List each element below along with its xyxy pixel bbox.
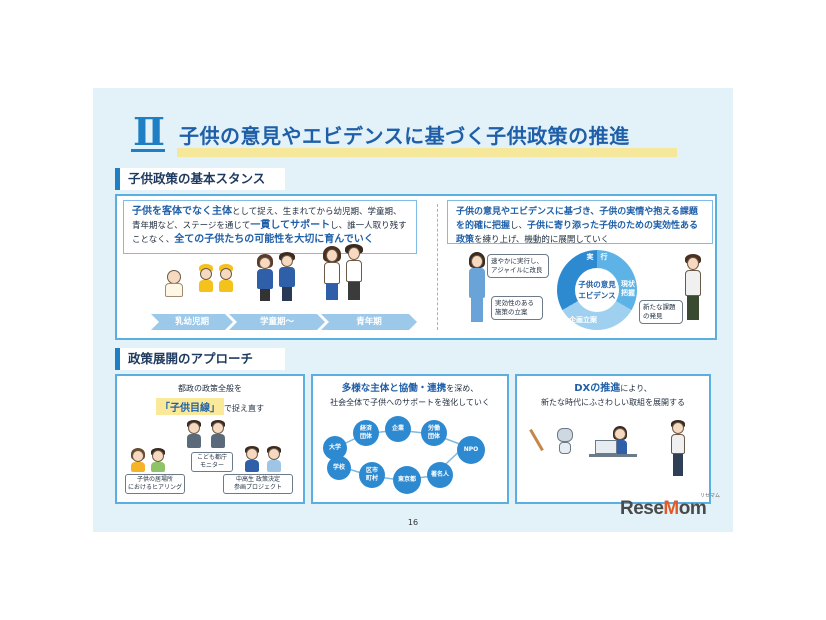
panel3-line2: 新たな時代にふさわしい取組を展開する	[541, 398, 685, 407]
panel2-line2: 社会全体で子供へのサポートを強化していく	[330, 398, 490, 407]
node-celebrities: 著名人	[427, 462, 453, 488]
resemom-logo: ReseMom	[620, 498, 707, 519]
label-monitor: こども都庁 モニター	[191, 452, 233, 472]
approach-panel-dx: DXの推進により、 新たな時代にふさわしい取組を展開する	[515, 374, 711, 504]
laptop-icon	[595, 440, 617, 454]
page-title: 子供の意見やエビデンスに基づく子供政策の推進	[179, 124, 630, 148]
node-companies: 企業	[385, 416, 411, 442]
node-tokyo: 東京都	[393, 466, 421, 494]
node-npo: NPO	[457, 436, 485, 464]
panel1-line1: 都政の政策全般を	[178, 384, 242, 393]
node-schools: 学校	[327, 456, 351, 480]
panel3-line1: DXの推進により、	[574, 383, 652, 394]
cycle-center-evidence: 子供の意見 エビデンス	[575, 268, 619, 312]
node-labor-orgs: 労働 団体	[421, 420, 447, 446]
panel1-tag-row: 「子供目線」で捉え直す	[117, 396, 303, 415]
section-header-approach: 政策展開のアプローチ	[115, 348, 285, 370]
resemom-logo-ruby: リセマム	[700, 493, 721, 499]
brush-icon	[529, 428, 544, 452]
slide: Ⅱ 子供の意見やエビデンスに基づく子供政策の推進 子供政策の基本スタンス 子供を…	[93, 88, 733, 532]
cycle-label-grasp: 現状 把握	[621, 280, 635, 297]
approach-panel-collaboration: 多様な主体と協働・連携を深め、 社会全体で子供へのサポートを強化していく 大学 …	[311, 374, 509, 504]
label-policy-project: 中高生 政策決定 参画プロジェクト	[223, 474, 293, 494]
stage-school-age: 学童期〜	[229, 314, 325, 330]
panel2-line1: 多様な主体と協働・連携を深め、	[341, 383, 479, 394]
stage-infancy: 乳幼児期	[151, 314, 233, 330]
panel-divider	[437, 204, 438, 330]
page-number: 16	[407, 518, 419, 527]
left-statement: 子供を客体でなく主体として捉え、生まれてから幼児期、学童期、青年期など、ステージ…	[123, 200, 417, 254]
right-statement: 子供の意見やエビデンスに基づき、子供の実情や抱える課題を的確に把握し、子供に寄り…	[447, 200, 713, 245]
cycle-label-planning: 企画立案	[569, 316, 597, 324]
child-perspective-tag: 「子供目線」	[156, 398, 224, 415]
cycle-label-execute: 実 行	[586, 253, 608, 261]
label-hearing: 子供の居場所 におけるヒアリング	[125, 474, 185, 494]
node-municipalities: 区市 町村	[359, 462, 385, 488]
note-effective-plan: 実効性のある 施策の立案	[491, 296, 543, 320]
node-economic-orgs: 経済 団体	[353, 420, 379, 446]
title-underline	[177, 148, 677, 157]
basic-stance-panel: 子供を客体でなく主体として捉え、生まれてから幼児期、学童期、青年期など、ステージ…	[115, 194, 717, 340]
stage-youth: 青年期	[321, 314, 417, 330]
section-numeral: Ⅱ	[131, 109, 166, 154]
approach-panel-child-perspective: 都政の政策全般を 「子供目線」で捉え直す こども都庁 モニター 子供の居場所 に…	[115, 374, 305, 504]
note-new-issues: 新たな課題 の発見	[639, 300, 683, 324]
section-header-basic-stance: 子供政策の基本スタンス	[115, 168, 285, 190]
desk-icon	[589, 454, 637, 457]
note-agile: 速やかに実行し、 アジャイルに改良	[487, 254, 549, 278]
